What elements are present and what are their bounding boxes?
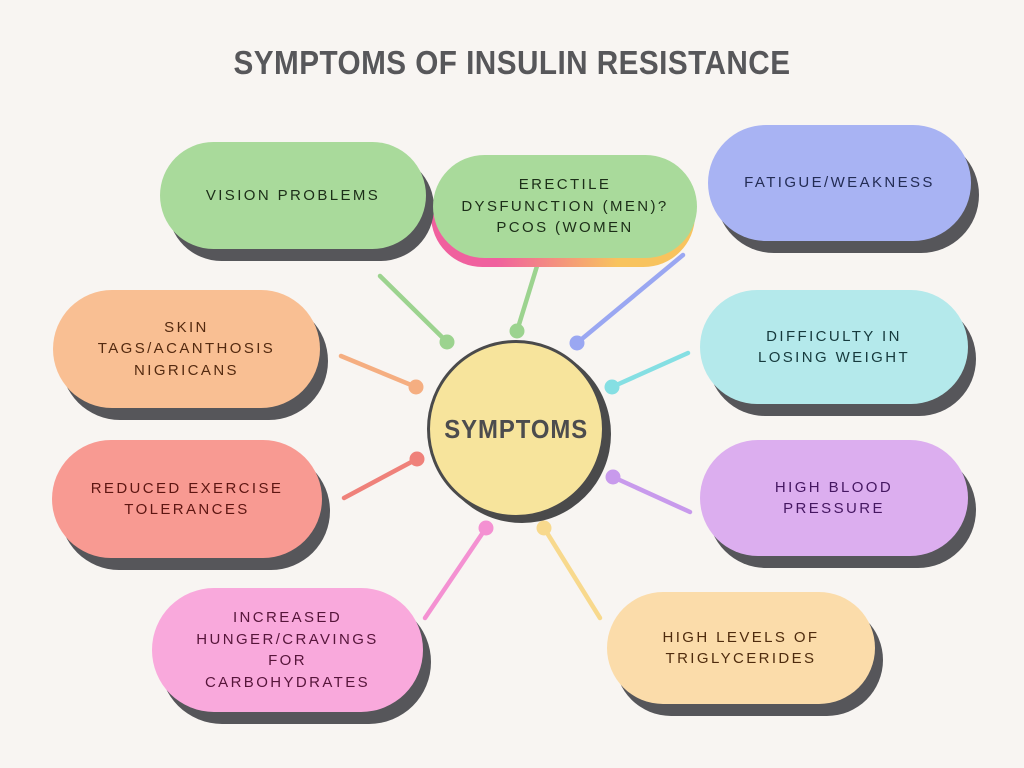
node-label: INCREASED HUNGER/CRAVINGS FOR CARBOHYDRA… — [196, 609, 379, 691]
connector-line — [609, 350, 691, 390]
connector-dot — [569, 335, 585, 351]
node-label: HIGH BLOOD PRESSURE — [774, 478, 894, 518]
connector-high-blood-pressure — [605, 469, 693, 515]
connector-dot — [605, 469, 621, 485]
connector-difficulty-losing-weight — [604, 350, 691, 395]
node-label: SKIN TAGS/ACANTHOSIS NIGRICANS — [97, 318, 276, 379]
node-label: REDUCED EXERCISE TOLERANCES — [90, 479, 284, 519]
node-label: FATIGUE/WEAKNESS — [744, 174, 935, 192]
node-skin-tags-acanthosis: SKIN TAGS/ACANTHOSIS NIGRICANS — [53, 290, 320, 408]
node-label: VISION PROBLEMS — [205, 186, 381, 204]
center-node-label: SYMPTOMS — [444, 413, 588, 444]
connector-line — [541, 525, 603, 621]
connector-reduced-exercise-tolerance — [341, 451, 425, 501]
connector-dot — [409, 451, 425, 467]
connector-line — [422, 525, 489, 621]
page-title: SYMPTOMS OF INSULIN RESISTANCE — [233, 44, 791, 81]
connector-increased-hunger-carbs — [422, 520, 494, 621]
node-high-triglycerides: HIGH LEVELS OF TRIGLYCERIDES — [607, 592, 875, 704]
connector-dot — [478, 520, 494, 536]
connector-dot — [536, 520, 552, 536]
connector-line — [610, 474, 693, 515]
connector-line — [338, 353, 419, 390]
node-fatigue-weakness: FATIGUE/WEAKNESS — [708, 125, 971, 241]
node-high-blood-pressure: HIGH BLOOD PRESSURE — [700, 440, 968, 556]
node-difficulty-losing-weight: DIFFICULTY IN LOSING WEIGHT — [700, 290, 968, 404]
connector-dot — [439, 334, 455, 350]
node-vision-problems: VISION PROBLEMS — [160, 142, 426, 249]
connector-vision-problems — [377, 273, 455, 350]
connector-dot — [604, 379, 620, 395]
node-label: DIFFICULTY IN LOSING WEIGHT — [757, 327, 911, 367]
connector-dot — [509, 323, 525, 339]
node-reduced-exercise-tolerance: REDUCED EXERCISE TOLERANCES — [52, 440, 322, 558]
node-erectile-dysfunction-pcos: ERECTILE DYSFUNCTION (MEN)? PCOS (WOMEN — [433, 155, 697, 258]
node-label: HIGH LEVELS OF TRIGLYCERIDES — [662, 628, 820, 668]
center-node-symptoms: SYMPTOMS — [427, 340, 605, 518]
connector-line — [377, 273, 450, 345]
connector-dot — [408, 379, 424, 395]
connector-line — [341, 456, 420, 501]
connector-fatigue-weakness — [569, 252, 686, 351]
node-increased-hunger-carbs: INCREASED HUNGER/CRAVINGS FOR CARBOHYDRA… — [152, 588, 423, 712]
connector-line — [574, 252, 686, 346]
connector-high-triglycerides — [536, 520, 603, 621]
connector-skin-tags-acanthosis — [338, 353, 424, 395]
node-label: ERECTILE DYSFUNCTION (MEN)? PCOS (WOMEN — [461, 176, 669, 237]
